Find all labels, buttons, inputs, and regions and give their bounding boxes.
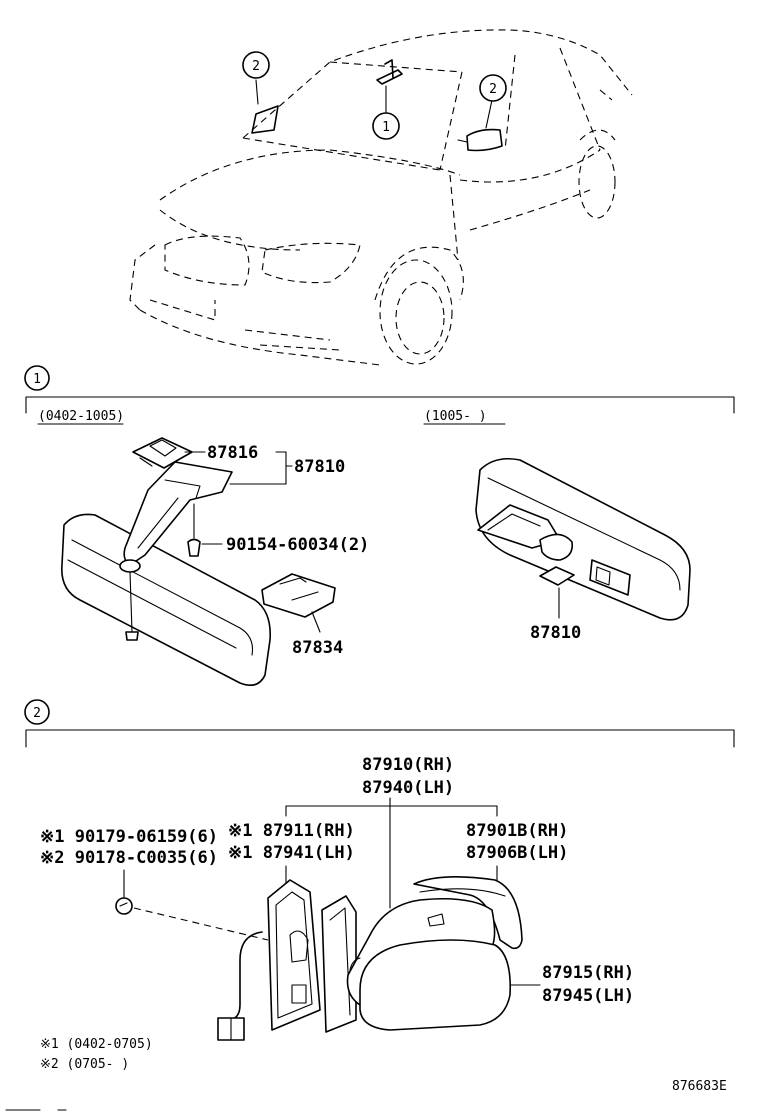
range-label-left: (0402-1005) [38,409,124,424]
part-87810-late: 87810 [530,623,581,643]
note-1: ※1 (0402-0705) [40,1037,153,1052]
section-1: 1 (0402-1005) (1005- ) [24,365,735,686]
part-87816: 87816 [207,443,258,463]
part-90154-60034: 90154-60034(2) [226,535,369,555]
section-2-badge: 2 [33,706,41,721]
part-87915: 87915(RH) [542,963,634,983]
car-callout-2-right: 2 [489,82,497,97]
part-87834: 87834 [292,638,343,658]
car-callout-2-left: 2 [252,59,260,74]
range-label-right: (1005- ) [424,409,487,424]
part-87906B: 87906B(LH) [466,843,568,863]
part-87941: ※1 87941(LH) [228,843,355,863]
part-87810-early: 87810 [294,457,345,477]
part-87945: 87945(LH) [542,986,634,1006]
part-87910: 87910(RH) [362,755,454,775]
car-illustration: 2 2 1 [129,29,633,366]
illustration-code: 876683E [672,1079,727,1094]
car-callout-1: 1 [382,120,390,135]
section-1-badge: 1 [33,372,41,387]
note-2: ※2 (0705- ) [40,1057,129,1072]
inner-mirror-early [61,437,336,686]
part-90179-06159: ※1 90179-06159(6) [40,827,218,847]
part-87901B: 87901B(RH) [466,821,568,841]
door-mirror-assembly [115,876,523,1041]
part-90178-C0035: ※2 90178-C0035(6) [40,848,218,868]
inner-mirror-late [475,457,691,621]
part-87940: 87940(LH) [362,778,454,798]
part-87911: ※1 87911(RH) [228,821,355,841]
section-2: 2 87910(RH) 87940(LH) ※1 87911(RH) ※1 87… [24,699,735,1072]
